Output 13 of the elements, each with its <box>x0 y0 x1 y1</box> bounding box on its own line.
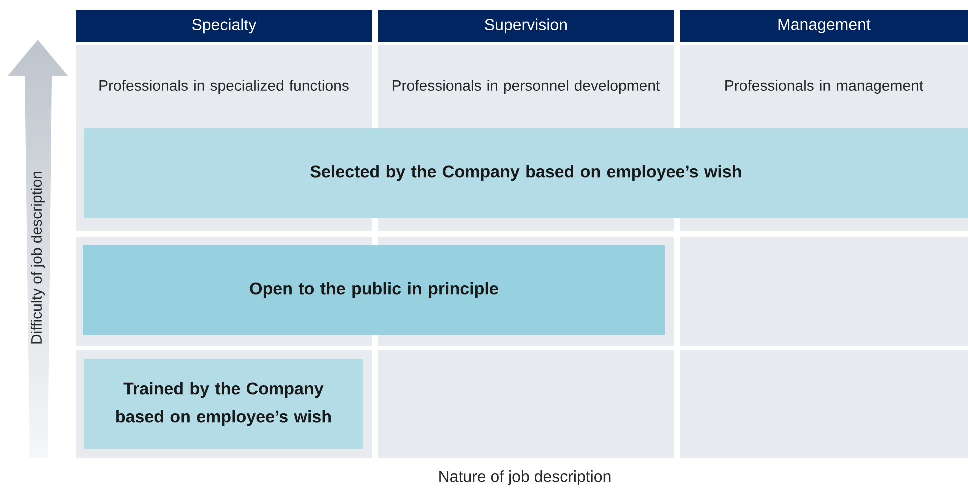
grid-cell <box>680 237 968 346</box>
category-band: Selected by the Company based on employee’s wish <box>84 128 968 218</box>
grid-cell: Professionals in personnel development <box>378 45 674 128</box>
grid-cell: Professionals in specialized functions <box>76 45 372 128</box>
category-band: Trained by the Company based on employee’s wish <box>84 359 364 450</box>
grid-cell: Professionals in management <box>680 45 968 128</box>
grid-cell <box>378 350 674 458</box>
axis-label: Difficulty of job description <box>31 172 45 344</box>
column-header: Management <box>680 10 968 42</box>
column-header: Specialty <box>76 10 372 42</box>
column-header: Supervision <box>378 10 674 42</box>
grid-cell <box>680 350 968 458</box>
category-band: Open to the public in principle <box>83 245 666 336</box>
